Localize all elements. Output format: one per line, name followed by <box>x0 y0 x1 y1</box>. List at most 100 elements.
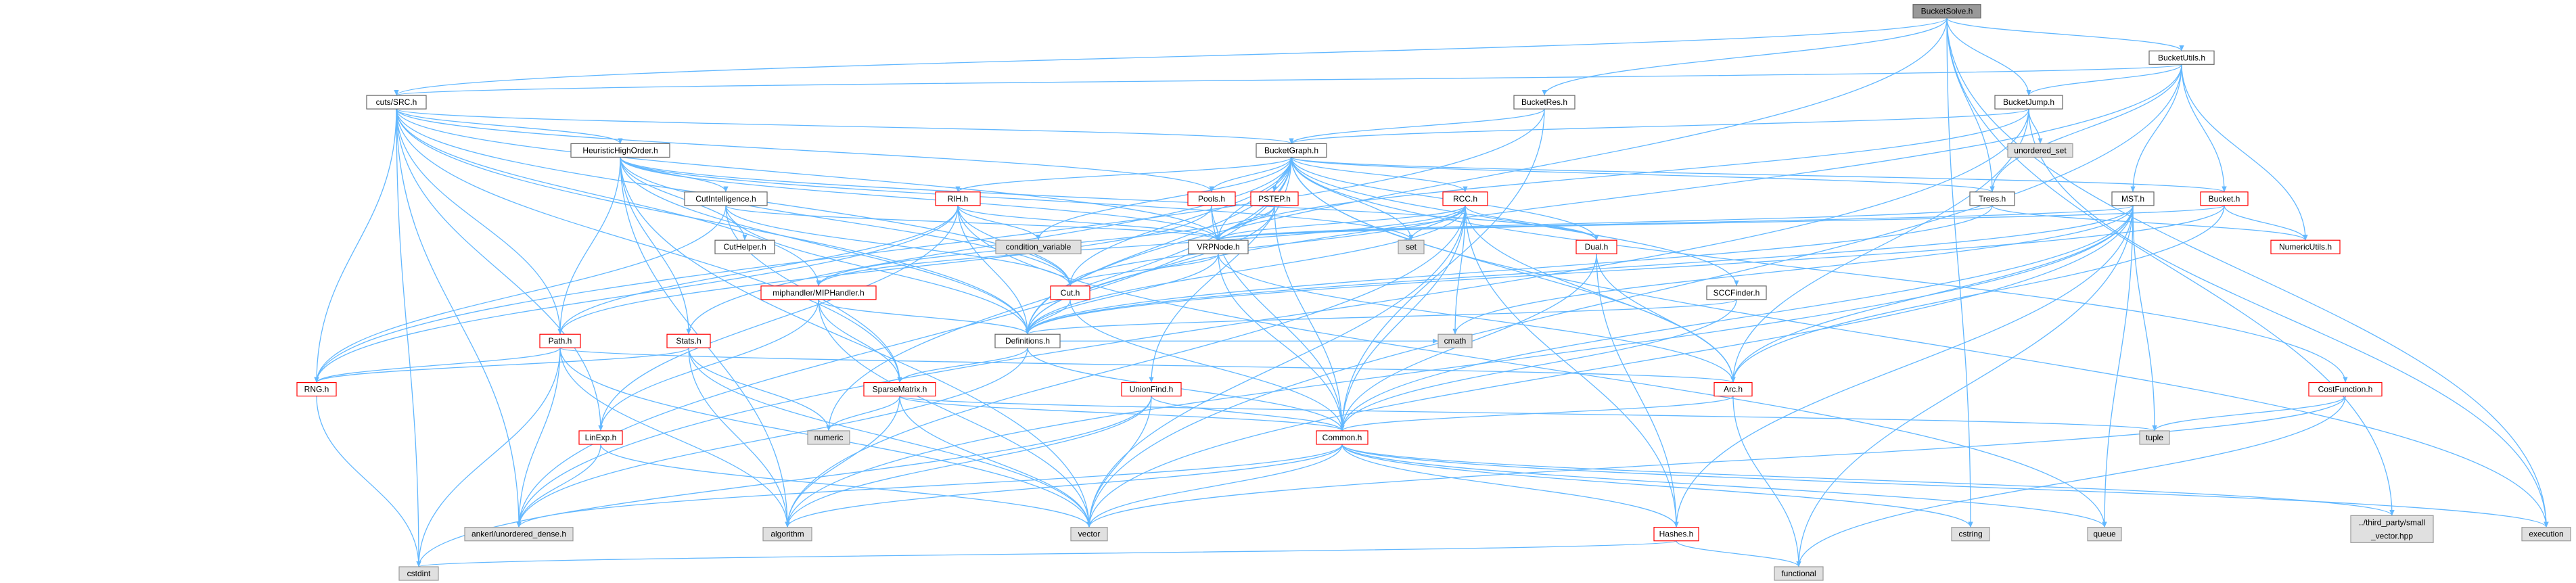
edge-rih-to-condition_variable <box>957 205 1041 241</box>
node-cstring-label: cstring <box>1958 530 1982 539</box>
node-cuthelper[interactable]: CutHelper.h <box>714 239 775 254</box>
edge-stats-to-vector <box>688 348 1092 528</box>
node-costfunction[interactable]: CostFunction.h <box>2308 381 2383 397</box>
edge-costfunction-to-tuple <box>2152 396 2346 432</box>
edge-bucketres-to-common <box>1339 109 1545 431</box>
edge-bucketgraph-to-cut <box>1067 157 1292 286</box>
edge-trees-to-numericutils <box>1992 205 2308 241</box>
edge-common-to-algorithm <box>785 444 1343 528</box>
edge-common-to-ankerl <box>516 444 1343 528</box>
node-vrpnode[interactable]: VRPNode.h <box>1188 239 1249 254</box>
node-msth[interactable]: MST.h <box>2111 191 2155 206</box>
node-functional-box <box>1774 566 1824 581</box>
node-trees[interactable]: Trees.h <box>1969 191 2015 206</box>
edge-heuristichighorder-to-cut <box>620 157 1073 286</box>
node-rcc[interactable]: RCC.h <box>1442 191 1488 206</box>
edge-cut-to-common <box>1070 299 1345 431</box>
node-heuristichighorder-box <box>570 143 670 158</box>
node-sparsematrix-label: SparseMatrix.h <box>873 385 927 394</box>
edge-bucketjump-to-vrpnode <box>1216 109 2029 241</box>
node-heuristichighorder-label: HeuristicHighOrder.h <box>582 145 658 155</box>
node-mip[interactable]: miphandler/MIPHandler.h <box>760 285 877 300</box>
node-sccfinder-box <box>1706 285 1767 300</box>
node-rng-box <box>296 381 337 397</box>
node-vector-box <box>1070 527 1108 542</box>
node-vector: vector <box>1070 527 1108 542</box>
edge-bucket-to-arc <box>1730 205 2225 383</box>
node-heuristichighorder[interactable]: HeuristicHighOrder.h <box>570 143 670 158</box>
edge-common-to-smallvector <box>1341 444 2395 516</box>
node-unionfind[interactable]: UnionFind.h <box>1121 381 1182 397</box>
edge-arc-to-common <box>1339 396 1734 432</box>
node-hashes[interactable]: Hashes.h <box>1653 527 1699 542</box>
edge-heuristichighorder-to-cuthelper <box>620 157 748 241</box>
node-numericutils[interactable]: NumericUtils.h <box>2270 239 2341 254</box>
edge-bucketsolve-to-cutssrc <box>394 18 1948 96</box>
node-sccfinder[interactable]: SCCFinder.h <box>1706 285 1767 300</box>
edge-sparsematrix-to-tuple <box>899 396 2157 432</box>
node-vrpnode-label: VRPNode.h <box>1197 242 1239 252</box>
node-stats[interactable]: Stats.h <box>666 333 711 348</box>
edge-msth-to-definitions <box>1025 205 2134 335</box>
node-set: set <box>1398 239 1425 254</box>
node-pools[interactable]: Pools.h <box>1187 191 1236 206</box>
node-rng[interactable]: RNG.h <box>296 381 337 397</box>
edge-bucketjump-to-execution <box>2028 109 2549 528</box>
edge-rih-to-definitions <box>957 205 1030 335</box>
node-definitions[interactable]: Definitions.h <box>994 333 1061 348</box>
edge-rcc-to-hashes <box>1465 205 1679 528</box>
edge-rcc-to-vector <box>1086 205 1466 528</box>
edge-bucketgraph-to-pools <box>1209 157 1292 192</box>
node-algorithm: algorithm <box>762 527 812 542</box>
node-dual-box <box>1576 239 1617 254</box>
node-bucketgraph[interactable]: BucketGraph.h <box>1256 143 1327 158</box>
edge-bucketres-to-bucketgraph <box>1289 108 1545 145</box>
node-common[interactable]: Common.h <box>1316 430 1368 445</box>
edge-pstep-to-common <box>1274 205 1345 431</box>
edge-rih-to-vrpnode <box>957 205 1221 241</box>
edge-bucketgraph-to-costfunction <box>1291 157 2348 383</box>
edge-bucketutils-to-definitions <box>1025 64 2182 335</box>
node-rcc-box <box>1442 191 1488 206</box>
node-path-box <box>539 333 581 348</box>
node-stats-label: Stats.h <box>676 336 701 346</box>
node-bucketres[interactable]: BucketRes.h <box>1513 95 1576 110</box>
node-bucketjump[interactable]: BucketJump.h <box>1994 95 2063 110</box>
edge-cutssrc-to-cstdint <box>396 109 421 567</box>
edge-msth-to-algorithm <box>785 205 2134 528</box>
edge-hashes-to-cstdint <box>417 540 1677 567</box>
node-bucketutils-label: BucketUtils.h <box>2158 53 2205 62</box>
node-bucket[interactable]: Bucket.h <box>2200 191 2249 206</box>
node-path[interactable]: Path.h <box>539 333 581 348</box>
node-pstep[interactable]: PSTEP.h <box>1250 191 1299 206</box>
node-costfunction-box <box>2308 381 2383 397</box>
node-bucketutils[interactable]: BucketUtils.h <box>2148 50 2215 65</box>
edge-cutintelligence-to-definitions <box>725 205 1030 335</box>
node-dual[interactable]: Dual.h <box>1576 239 1617 254</box>
edge-cutintelligence-to-vrpnode <box>725 205 1221 241</box>
edge-stats-to-algorithm <box>688 348 790 528</box>
node-cutssrc[interactable]: cuts/SRC.h <box>366 95 427 110</box>
node-unordered_set: unordered_set <box>2007 143 2073 158</box>
node-common-box <box>1316 430 1368 445</box>
node-tuple: tuple <box>2139 430 2170 445</box>
node-rih[interactable]: RIH.h <box>935 191 981 206</box>
node-mip-label: miphandler/MIPHandler.h <box>773 288 864 298</box>
node-cstdint: cstdint <box>398 566 439 581</box>
edge-bucketjump-to-ankerl <box>516 109 2029 528</box>
node-cutintelligence[interactable]: CutIntelligence.h <box>684 191 768 206</box>
node-linexp[interactable]: LinExp.h <box>578 430 623 445</box>
node-sparsematrix[interactable]: SparseMatrix.h <box>863 381 936 397</box>
edge-cutssrc-to-mip <box>396 109 821 286</box>
node-vector-label: vector <box>1078 530 1101 539</box>
node-cmath-label: cmath <box>1444 336 1467 346</box>
node-bucketsolve[interactable]: BucketSolve.h <box>1912 4 1981 19</box>
edge-unionfind-to-vector <box>1086 396 1152 528</box>
node-cmath-box <box>1438 333 1473 348</box>
node-arc[interactable]: Arc.h <box>1714 381 1753 397</box>
node-cut[interactable]: Cut.h <box>1050 285 1090 300</box>
node-ankerl-label: ankerl/unordered_dense.h <box>472 530 566 539</box>
edge-cutintelligence-to-rng <box>314 205 727 383</box>
node-cstdint-label: cstdint <box>407 569 431 578</box>
